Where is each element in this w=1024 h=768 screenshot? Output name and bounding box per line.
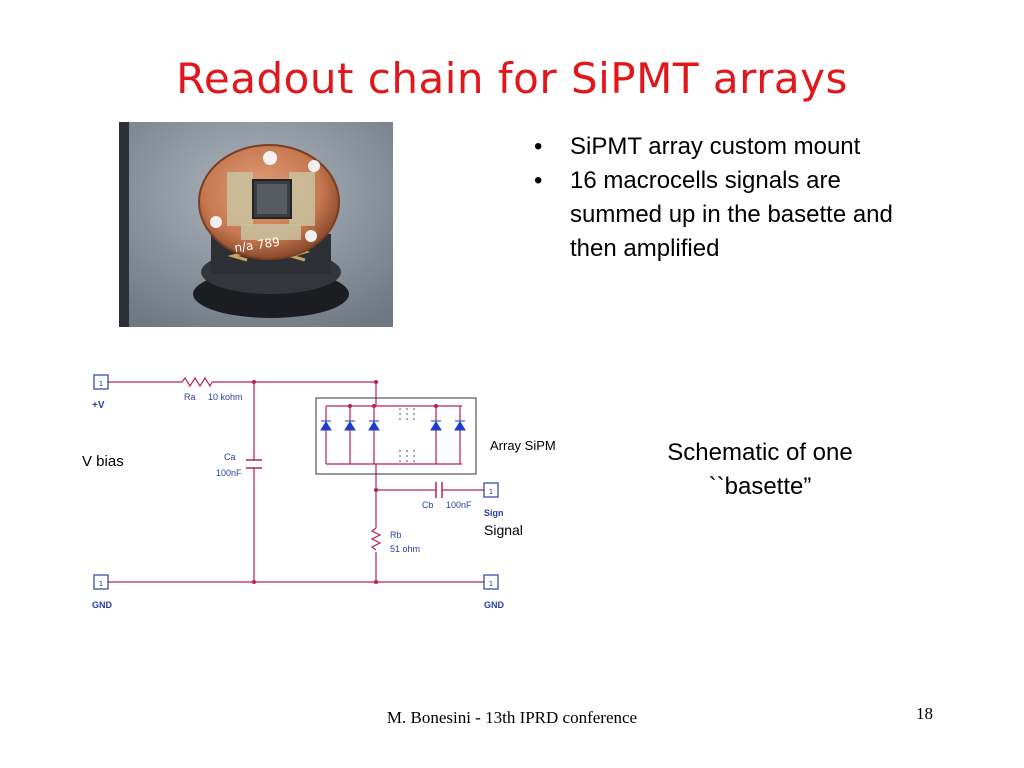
port-gnd-left: 1: [93, 574, 109, 590]
ra-label: Ra: [184, 392, 196, 402]
array-label: Array SiPM: [490, 438, 556, 453]
diode-icon: [320, 420, 466, 431]
signal-label: Signal: [484, 522, 523, 538]
svg-text:1: 1: [489, 488, 493, 496]
ca-label: Ca: [224, 452, 236, 462]
basette-schematic: 1 1 1 1 +V V bias Ra 10 kohm Ca 100nF Ar…: [82, 374, 556, 610]
sipm-array-box: [315, 397, 477, 475]
port-sign: 1: [483, 482, 499, 498]
sign-label: Sign: [484, 508, 504, 518]
slide-title: Readout chain for SiPMT arrays: [176, 54, 848, 103]
svg-text:1: 1: [489, 580, 493, 588]
svg-text:1: 1: [99, 580, 103, 588]
bullet-list: SiPMT array custom mount 16 macrocells s…: [534, 130, 934, 266]
capacitor-ca: [246, 459, 262, 469]
svg-text:1: 1: [99, 380, 103, 388]
bullet-item: SiPMT array custom mount: [534, 130, 934, 164]
rb-value: 51 ohm: [390, 544, 420, 554]
rb-label: Rb: [390, 530, 402, 540]
gnd-label-right: GND: [484, 600, 505, 610]
capacitor-cb: [435, 482, 443, 498]
photo-handwriting: n/a 789: [233, 235, 280, 255]
slide-footer: M. Bonesini - 13th IPRD conference: [386, 708, 638, 727]
bullet-item: 16 macrocells signals are summed up in t…: [534, 164, 934, 266]
gnd-label-left: GND: [92, 600, 113, 610]
sipm-mount-photo: n/a 789: [119, 122, 393, 327]
vplus-label: +V: [92, 400, 105, 411]
caption-line: ``basette”: [708, 473, 812, 500]
vbias-label: V bias: [82, 453, 124, 470]
cb-label: Cb: [422, 500, 434, 510]
caption-line: Schematic of one: [667, 439, 853, 466]
schematic-wires: [106, 381, 484, 583]
port-vplus: 1: [93, 374, 109, 390]
cb-value: 100nF: [446, 500, 472, 510]
port-gnd-right: 1: [483, 574, 499, 590]
ra-value: 10 kohm: [208, 392, 243, 402]
page-number: 18: [916, 704, 933, 723]
schematic-caption: Schematic of one ``basette”: [620, 436, 900, 504]
resistor-rb: [370, 527, 382, 551]
resistor-ra: [181, 376, 213, 388]
ca-value: 100nF: [216, 468, 242, 478]
